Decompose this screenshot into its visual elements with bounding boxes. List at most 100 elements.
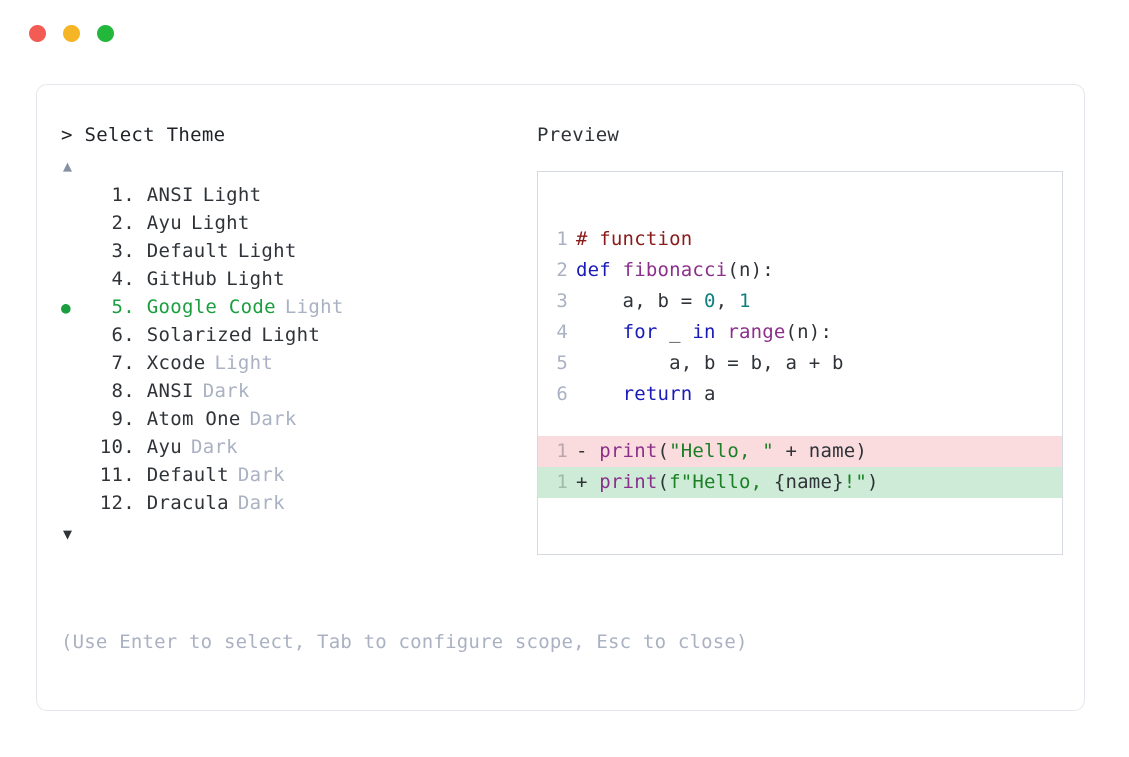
- close-window-icon[interactable]: [29, 24, 46, 42]
- theme-item-name: Ayu: [135, 212, 182, 234]
- theme-item-variant: Dark: [249, 408, 297, 430]
- diff-marker: -: [576, 440, 600, 462]
- bullet-placeholder: [61, 378, 87, 406]
- code-token-num: 1: [738, 290, 751, 312]
- theme-item-name: Default: [135, 240, 229, 262]
- code-line-content: def fibonacci(n):: [576, 255, 774, 286]
- code-token-kw: return: [622, 383, 693, 405]
- theme-item-name: Xcode: [135, 352, 206, 374]
- theme-item-variant: Light: [261, 324, 321, 346]
- code-token-plain: (n):: [727, 259, 774, 281]
- code-token-comment: # function: [576, 228, 693, 250]
- traffic-light-group: [29, 24, 114, 42]
- theme-item-variant: Light: [226, 268, 285, 290]
- theme-item-variant: Light: [237, 240, 297, 262]
- scroll-down-arrow-icon[interactable]: ▼: [63, 525, 73, 543]
- window-titlebar: [0, 0, 1129, 66]
- diff-line-content: print(f"Hello, {name}!"): [599, 467, 878, 498]
- theme-item-name: ANSI: [135, 184, 194, 206]
- theme-item-number: 2.: [111, 212, 135, 234]
- code-token-plain: a, b = b, a + b: [576, 352, 844, 374]
- maximize-window-icon[interactable]: [97, 24, 114, 42]
- theme-item-variant: Dark: [190, 436, 238, 458]
- code-line-number: 3: [556, 290, 568, 312]
- theme-item-number: 7.: [111, 352, 135, 374]
- theme-list-item[interactable]: 8. ANSI Dark: [61, 377, 531, 405]
- bullet-placeholder: [61, 322, 87, 350]
- theme-item-number: 12.: [99, 492, 135, 514]
- theme-list-item[interactable]: 3. Default Light: [61, 237, 531, 265]
- theme-item-name: Dracula: [135, 492, 229, 514]
- code-line: 3 a, b = 0, 1: [538, 286, 1062, 317]
- bullet-placeholder: [61, 182, 87, 210]
- code-token-plain: [576, 321, 623, 343]
- theme-item-variant: Light: [202, 184, 262, 206]
- theme-item-name: ANSI: [135, 380, 194, 402]
- theme-item-variant: Dark: [237, 492, 285, 514]
- code-line-number: 5: [556, 352, 568, 374]
- code-token-plain: (: [657, 471, 670, 493]
- theme-list-item[interactable]: 10. Ayu Dark: [61, 433, 531, 461]
- code-line-content: a, b = 0, 1: [576, 286, 751, 317]
- code-token-plain: + name): [773, 440, 868, 462]
- code-token-plain: ): [867, 471, 879, 493]
- code-token-plain: [716, 321, 728, 343]
- code-token-kw: in: [692, 321, 716, 343]
- bullet-placeholder: [61, 238, 87, 266]
- theme-item-number: 6.: [111, 324, 135, 346]
- theme-item-variant: Dark: [202, 380, 250, 402]
- code-token-plain: (: [657, 440, 670, 462]
- code-token-fn: print: [599, 440, 658, 462]
- theme-item-number: 3.: [111, 240, 135, 262]
- code-token-plain: [576, 383, 623, 405]
- minimize-window-icon[interactable]: [63, 24, 80, 42]
- bullet-placeholder: [61, 434, 87, 462]
- diff-line-number: 1: [556, 440, 568, 462]
- theme-list-item[interactable]: 7. Xcode Light: [61, 349, 531, 377]
- code-line: 4 for _ in range(n):: [538, 317, 1062, 348]
- theme-item-number: 10.: [99, 436, 135, 458]
- theme-item-number: 4.: [111, 268, 135, 290]
- bullet-placeholder: [61, 350, 87, 378]
- theme-list-item[interactable]: 12. Dracula Dark: [61, 489, 531, 517]
- code-line-number: 4: [556, 321, 568, 343]
- select-theme-prompt: > Select Theme: [61, 124, 226, 146]
- theme-item-variant: Dark: [237, 464, 285, 486]
- code-token-plain: _: [657, 321, 693, 343]
- diff-line-content: print("Hello, " + name): [599, 436, 867, 467]
- code-token-str: f"Hello,: [669, 471, 774, 493]
- code-token-plain: a: [692, 383, 716, 405]
- bullet-placeholder: [61, 462, 87, 490]
- theme-item-number: 8.: [111, 380, 135, 402]
- code-token-fn: print: [599, 471, 658, 493]
- code-line-number: 6: [556, 383, 568, 405]
- code-token-kw: def: [576, 259, 623, 281]
- theme-item-variant: Light: [214, 352, 274, 374]
- theme-item-name: Atom One: [135, 408, 241, 430]
- theme-item-number: 5.: [111, 296, 135, 318]
- theme-item-name: Ayu: [135, 436, 182, 458]
- code-token-plain: a, b =: [576, 290, 705, 312]
- diff-line-added: 1+ print(f"Hello, {name}!"): [538, 467, 1062, 498]
- bullet-placeholder: [61, 406, 87, 434]
- code-line: 5 a, b = b, a + b: [538, 348, 1062, 379]
- bullet-placeholder: [61, 490, 87, 518]
- code-blank-line: [538, 410, 1062, 436]
- scroll-up-arrow-icon[interactable]: ▲: [63, 157, 73, 175]
- code-line-content: a, b = b, a + b: [576, 348, 844, 379]
- code-token-fn: fibonacci: [622, 259, 728, 281]
- theme-item-name: Google Code: [135, 296, 276, 318]
